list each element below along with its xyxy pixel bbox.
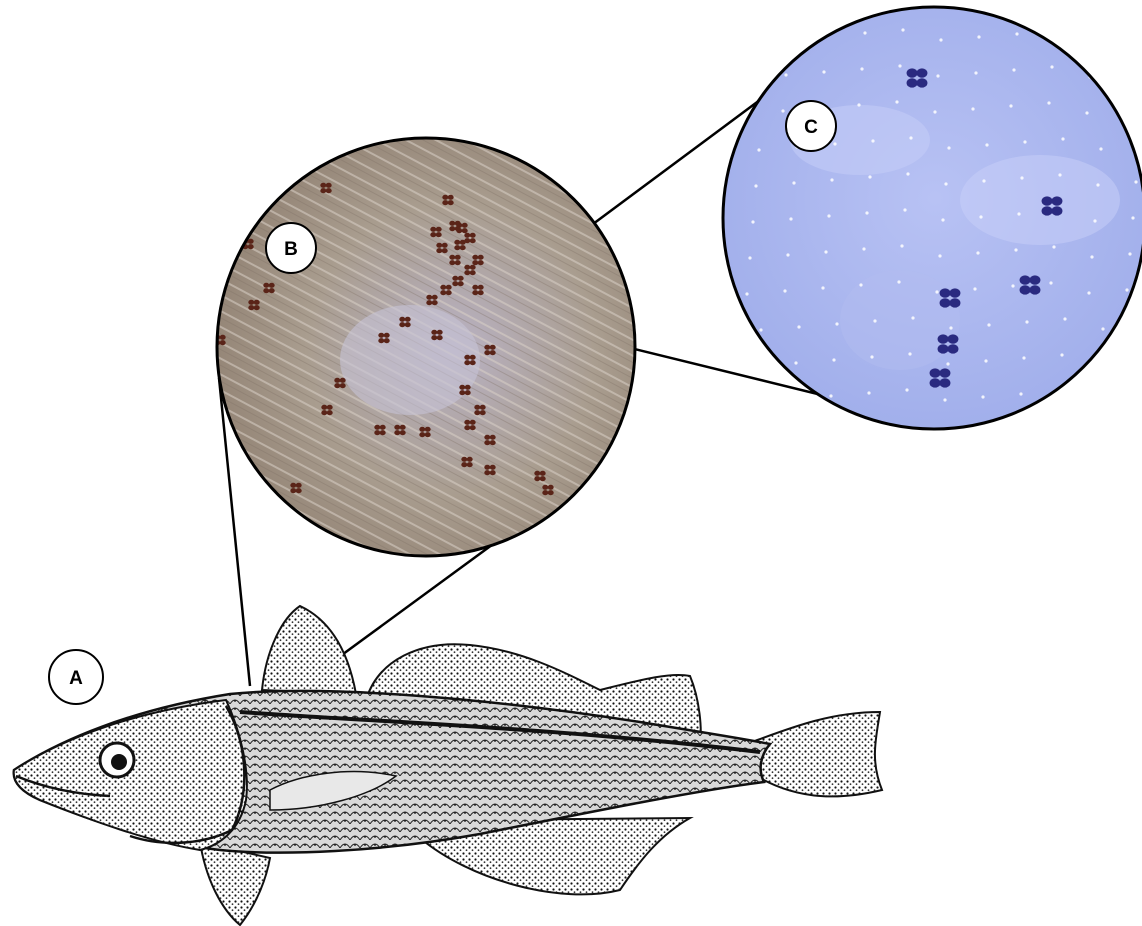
fish-head [14,700,247,850]
panel-a-label: A [49,650,103,704]
fish-pelvic-fin [200,842,270,925]
fish-first-dorsal-fin [262,606,356,694]
panel-b-label: B [266,223,316,273]
panel-b-micrograph: B [210,130,650,570]
fish-caudal-fin [752,712,882,796]
panel-c-label: C [786,101,836,151]
panel-c-micrograph: C [720,5,1142,435]
fish-pupil [111,754,127,770]
panel-a-label-text: A [69,668,83,689]
panel-b-pale-region [340,305,480,415]
panel-c-label-text: C [804,117,818,138]
panel-b-label-text: B [284,239,298,260]
panel-a-fish-drawing: A [14,606,882,925]
